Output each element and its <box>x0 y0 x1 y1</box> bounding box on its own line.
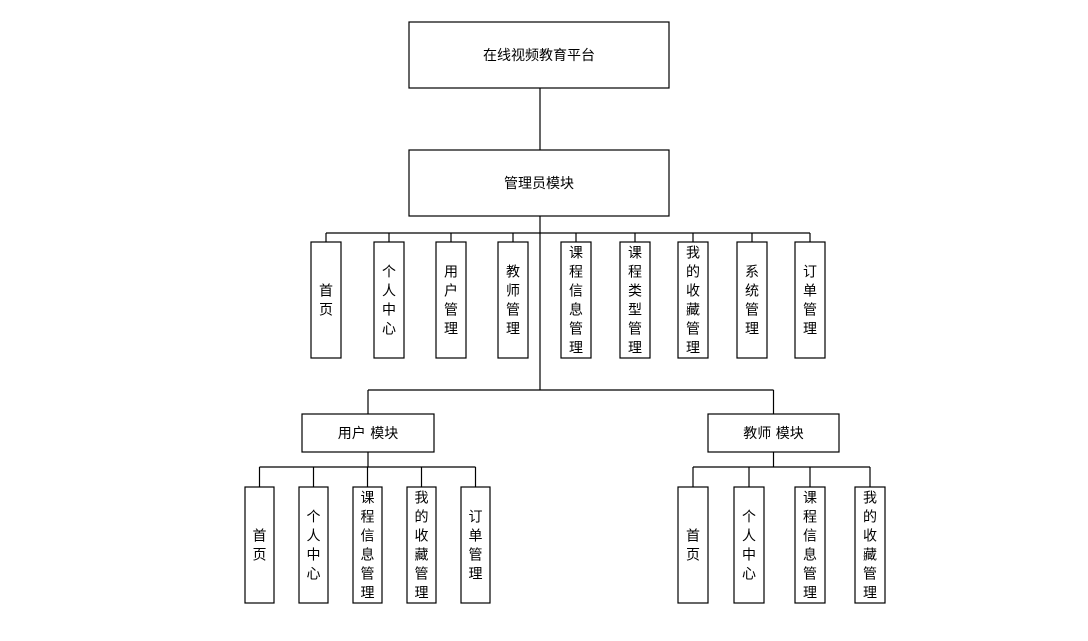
admin-child-node-label: 用户管理 <box>444 265 458 338</box>
teacher-child-node: 首页 <box>677 486 709 604</box>
user-child-node-label: 订单管理 <box>469 510 483 583</box>
admin-child-node: 系统管理 <box>736 241 768 359</box>
admin-child-node: 教师管理 <box>497 241 529 359</box>
admin-child-node: 首页 <box>310 241 342 359</box>
teacher-child-node: 个人中心 <box>733 486 765 604</box>
connector-lines <box>258 88 871 487</box>
user-module-node: 用户 模块 <box>301 413 435 453</box>
teacher-module-node-frame <box>707 413 840 453</box>
admin-child-node-frame <box>435 241 467 359</box>
admin-module-node: 管理员模块 <box>408 149 670 217</box>
admin-child-node-frame <box>619 241 651 359</box>
user-child-node-frame <box>244 486 275 604</box>
teacher-child-node-label: 个人中心 <box>742 510 756 583</box>
admin-child-node: 用户管理 <box>435 241 467 359</box>
admin-child-node: 我的收藏管理 <box>677 241 709 359</box>
admin-child-node-label: 我的收藏管理 <box>686 246 700 357</box>
admin-child-node-label: 课程信息管理 <box>569 246 583 357</box>
teacher-child-node-frame <box>733 486 765 604</box>
root-node-label: 在线视频教育平台 <box>483 48 595 64</box>
user-child-node: 订单管理 <box>460 486 491 604</box>
admin-child-node-frame <box>310 241 342 359</box>
user-child-node: 个人中心 <box>298 486 329 604</box>
teacher-child-node: 我的收藏管理 <box>854 486 886 604</box>
root-node: 在线视频教育平台 <box>408 21 670 89</box>
admin-child-node-frame <box>794 241 826 359</box>
root-node-frame <box>408 21 670 89</box>
admin-child-node-frame <box>497 241 529 359</box>
teacher-child-node-label: 我的收藏管理 <box>863 491 877 602</box>
admin-child-node-frame <box>560 241 592 359</box>
admin-child-node: 课程类型管理 <box>619 241 651 359</box>
user-child-node-frame <box>298 486 329 604</box>
user-child-node-label: 首页 <box>253 529 267 564</box>
user-child-node: 课程信息管理 <box>352 486 383 604</box>
teacher-child-node-frame <box>677 486 709 604</box>
admin-child-node-label: 首页 <box>319 284 333 319</box>
admin-child-node: 个人中心 <box>373 241 405 359</box>
user-child-node-label: 我的收藏管理 <box>415 491 429 602</box>
module-boxes: 在线视频教育平台管理员模块首页个人中心用户管理教师管理课程信息管理课程类型管理我… <box>244 21 886 604</box>
admin-child-node-label: 个人中心 <box>382 265 396 338</box>
teacher-module-node-label: 教师 模块 <box>743 426 803 442</box>
user-child-node-label: 课程信息管理 <box>361 491 375 602</box>
teacher-child-node: 课程信息管理 <box>794 486 826 604</box>
user-child-node-frame <box>460 486 491 604</box>
teacher-child-node-label: 课程信息管理 <box>803 491 817 602</box>
user-child-node-label: 个人中心 <box>307 510 321 583</box>
admin-child-node-frame <box>736 241 768 359</box>
user-module-node-frame <box>301 413 435 453</box>
user-child-node: 首页 <box>244 486 275 604</box>
teacher-module-node: 教师 模块 <box>707 413 840 453</box>
admin-module-node-label: 管理员模块 <box>504 176 574 192</box>
user-child-node: 我的收藏管理 <box>406 486 437 604</box>
admin-child-node-label: 系统管理 <box>745 265 759 338</box>
admin-child-node-label: 课程类型管理 <box>628 246 642 357</box>
admin-child-node-frame <box>373 241 405 359</box>
teacher-child-node-label: 首页 <box>686 529 700 564</box>
admin-child-node-label: 教师管理 <box>506 265 520 338</box>
user-child-node-frame <box>352 486 383 604</box>
admin-module-node-frame <box>408 149 670 217</box>
admin-child-node: 课程信息管理 <box>560 241 592 359</box>
admin-child-node-label: 订单管理 <box>803 265 817 338</box>
admin-child-node-frame <box>677 241 709 359</box>
admin-child-node: 订单管理 <box>794 241 826 359</box>
teacher-child-node-frame <box>854 486 886 604</box>
teacher-child-node-frame <box>794 486 826 604</box>
user-child-node-frame <box>406 486 437 604</box>
user-module-node-label: 用户 模块 <box>338 425 398 442</box>
